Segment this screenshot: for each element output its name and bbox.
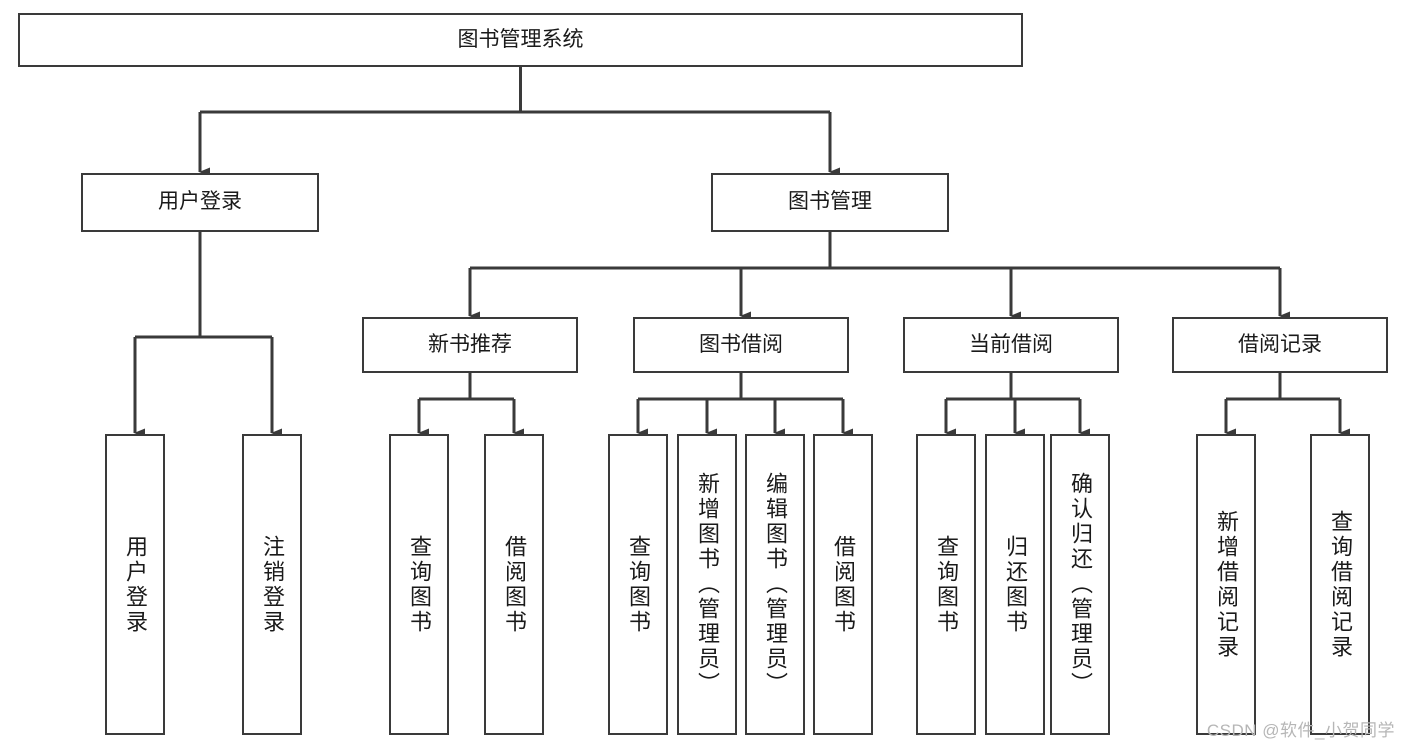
- node-label: 用户登录: [123, 534, 148, 635]
- node-leaf3[interactable]: 查询图书: [389, 434, 449, 735]
- node-leaf13[interactable]: 查询借阅记录: [1310, 434, 1370, 735]
- node-leaf12[interactable]: 新增借阅记录: [1196, 434, 1256, 735]
- node-label: 新增借阅记录: [1214, 509, 1239, 660]
- node-leaf7[interactable]: 编辑图书（管理员）: [745, 434, 805, 735]
- node-label: 归还图书: [1003, 534, 1028, 635]
- node-root[interactable]: 图书管理系统: [18, 13, 1023, 67]
- node-leaf5[interactable]: 查询图书: [608, 434, 668, 735]
- node-leaf6[interactable]: 新增图书（管理员）: [677, 434, 737, 735]
- node-leaf9[interactable]: 查询图书: [916, 434, 976, 735]
- node-label: 借阅记录: [1238, 332, 1322, 356]
- node-leaf11[interactable]: 确认归还（管理员）: [1050, 434, 1110, 735]
- node-label: 当前借阅: [969, 332, 1053, 356]
- node-l3a[interactable]: 新书推荐: [362, 317, 578, 373]
- node-label: 查询图书: [407, 534, 432, 635]
- node-l2a[interactable]: 用户登录: [81, 173, 319, 232]
- node-l3d[interactable]: 借阅记录: [1172, 317, 1388, 373]
- node-label: 确认归还（管理员）: [1068, 472, 1093, 697]
- node-leaf10[interactable]: 归还图书: [985, 434, 1045, 735]
- node-label: 查询图书: [626, 534, 651, 635]
- node-l2b[interactable]: 图书管理: [711, 173, 949, 232]
- node-label: 新增图书（管理员）: [695, 472, 720, 697]
- node-label: 图书借阅: [699, 332, 783, 356]
- node-leaf8[interactable]: 借阅图书: [813, 434, 873, 735]
- node-label: 编辑图书（管理员）: [763, 472, 788, 697]
- node-leaf2[interactable]: 注销登录: [242, 434, 302, 735]
- node-label: 注销登录: [260, 534, 285, 635]
- node-leaf4[interactable]: 借阅图书: [484, 434, 544, 735]
- node-leaf1[interactable]: 用户登录: [105, 434, 165, 735]
- node-label: 借阅图书: [502, 534, 527, 635]
- node-label: 查询借阅记录: [1328, 509, 1353, 660]
- node-label: 查询图书: [934, 534, 959, 635]
- node-label: 用户登录: [158, 190, 242, 214]
- node-l3b[interactable]: 图书借阅: [633, 317, 849, 373]
- node-label: 新书推荐: [428, 332, 512, 356]
- node-l3c[interactable]: 当前借阅: [903, 317, 1119, 373]
- node-label: 图书管理系统: [457, 27, 584, 51]
- node-label: 借阅图书: [831, 534, 856, 635]
- node-label: 图书管理: [788, 190, 872, 214]
